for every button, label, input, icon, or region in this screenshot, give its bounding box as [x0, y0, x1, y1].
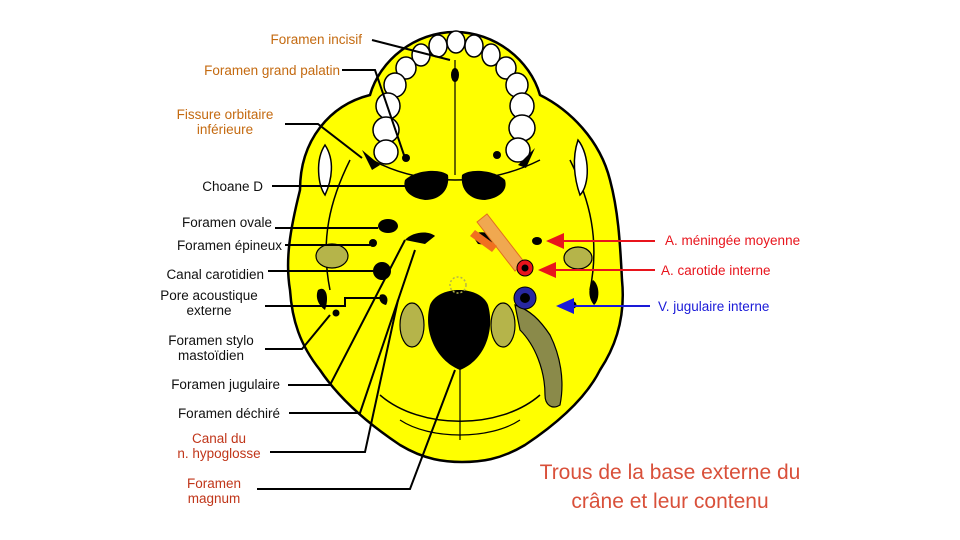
label-foramen-stylo: Foramen stylo mastoïdien — [152, 333, 270, 363]
label-foramen-epineux: Foramen épineux — [176, 238, 282, 253]
label-foramen-incisif: Foramen incisif — [270, 32, 362, 47]
label-pore-acoustique-line1: Pore acoustique — [160, 288, 258, 303]
label-canal-hypoglosse-line1: Canal du — [191, 431, 247, 446]
label-foramen-dechire: Foramen déchiré — [177, 406, 280, 421]
label-foramen-magnum-line1: Foramen — [186, 476, 242, 491]
label-fissure-orbitaire: Fissure orbitaire inférieure — [156, 107, 294, 137]
label-foramen-stylo-line2: mastoïdien — [177, 348, 245, 363]
zygomatic-arches — [317, 138, 588, 197]
label-canal-carotidien: Canal carotidien — [166, 267, 264, 282]
condyles — [315, 243, 593, 408]
label-carotide-interne: A. carotide interne — [661, 263, 771, 278]
label-foramen-magnum: Foramen magnum — [166, 476, 262, 506]
label-fissure-orbitaire-line1: Fissure orbitaire — [176, 107, 274, 122]
jugular-vein-ring — [513, 286, 537, 310]
label-jugulaire-interne: V. jugulaire interne — [658, 299, 770, 314]
label-canal-hypoglosse-line2: n. hypoglosse — [177, 446, 261, 461]
label-foramen-magnum-line2: magnum — [187, 491, 241, 506]
diagram-title-line1: Trous de la base externe du — [539, 461, 801, 484]
label-meningee-moyenne: A. méningée moyenne — [665, 233, 801, 248]
label-canal-hypoglosse: Canal du n. hypoglosse — [152, 431, 286, 461]
foramina — [316, 68, 599, 370]
pharyngeal-tubercle — [449, 276, 467, 294]
label-foramen-jugulaire: Foramen jugulaire — [171, 377, 280, 392]
label-choane: Choane D — [202, 179, 263, 194]
label-pore-acoustique-line2: externe — [186, 303, 232, 318]
carotid-artery-ring — [516, 259, 534, 277]
label-foramen-stylo-line1: Foramen stylo — [168, 333, 254, 348]
diagram-title-line2: crâne et leur contenu — [571, 490, 769, 513]
label-foramen-ovale: Foramen ovale — [181, 215, 272, 230]
label-pore-acoustique: Pore acoustique externe — [147, 288, 271, 318]
diagram-title: Trous de la base externe du crâne et leu… — [500, 458, 840, 516]
leader-lines — [257, 39, 456, 490]
label-fissure-orbitaire-line2: inférieure — [196, 122, 254, 137]
label-foramen-grand-palatin: Foramen grand palatin — [204, 63, 340, 78]
